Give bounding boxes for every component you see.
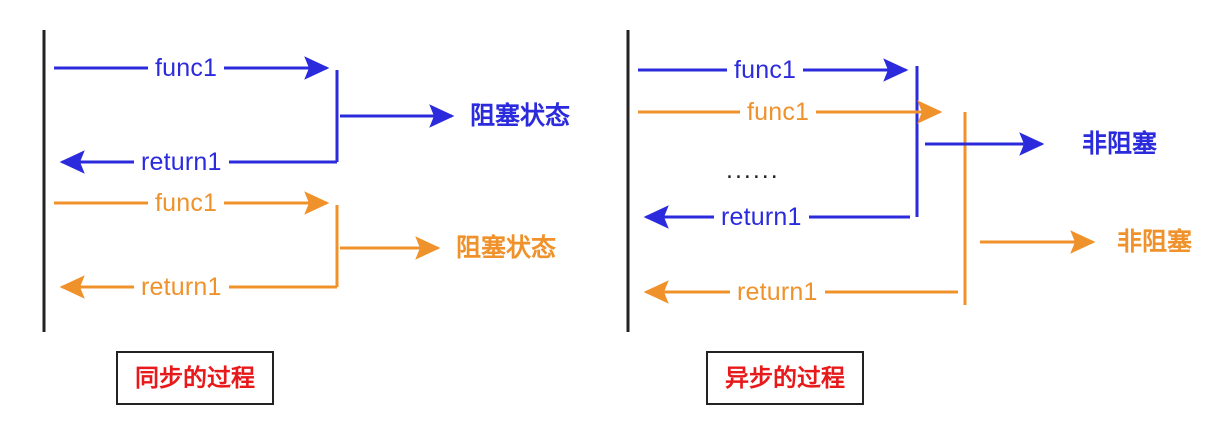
- right-caption-box: 异步的过程: [706, 351, 864, 405]
- left-panel-group: [42, 30, 455, 332]
- right-label-func1-blue: func1: [727, 58, 804, 83]
- right-label-return1-blue: return1: [714, 205, 809, 230]
- right-label-return1-orange: return1: [730, 280, 825, 305]
- right-caption-text: 异步的过程: [725, 364, 845, 392]
- right-label-func1-orange: func1: [740, 100, 817, 125]
- left-label-func1-orange: func1: [148, 191, 225, 216]
- left-label-return1-orange: return1: [134, 275, 229, 300]
- left-label-return1-blue: return1: [134, 150, 229, 175]
- left-caption-text: 同步的过程: [135, 364, 255, 392]
- left-label-func1-blue: func1: [148, 56, 225, 81]
- right-label-ellipsis: ......: [726, 156, 780, 184]
- left-label-state-blue: 阻塞状态: [470, 101, 571, 130]
- right-label-state-orange: 非阻塞: [1117, 227, 1193, 256]
- right-label-state-blue: 非阻塞: [1082, 129, 1158, 158]
- left-caption-box: 同步的过程: [116, 351, 274, 405]
- right-panel-group: [626, 30, 1096, 332]
- left-label-state-orange: 阻塞状态: [456, 233, 557, 262]
